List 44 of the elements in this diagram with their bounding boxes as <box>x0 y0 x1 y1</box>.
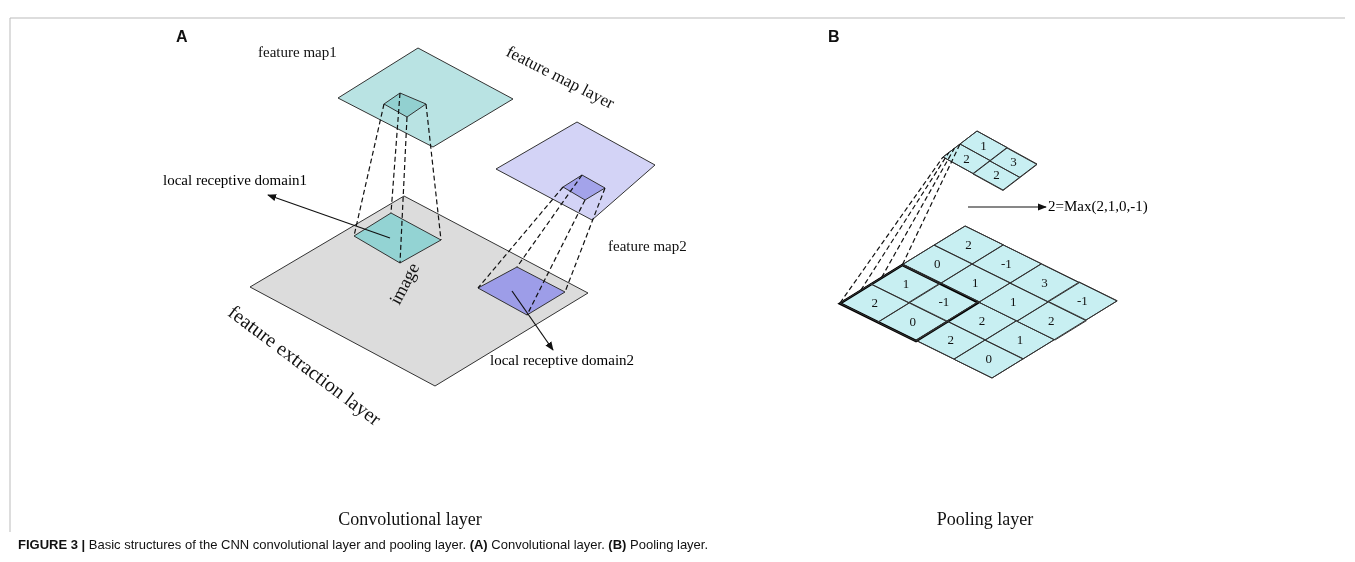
plane-label: feature map2 <box>608 238 687 255</box>
cell-value: 1 <box>902 276 910 291</box>
cell-value: -1 <box>938 295 950 310</box>
cell-value: 0 <box>933 257 941 272</box>
annotation-text: 2=Max(2,1,0,-1) <box>1048 198 1148 215</box>
leader-line <box>267 194 391 239</box>
projection-line <box>353 103 385 237</box>
annotation-text: local receptive domain1 <box>163 172 308 189</box>
cell-value: 2 <box>993 168 1000 183</box>
cell-value: 0 <box>985 351 992 367</box>
projection-line <box>901 143 961 266</box>
panel-title: Pooling layer <box>936 510 1034 530</box>
cell-value: -1 <box>1000 256 1012 271</box>
arrow <box>967 203 1047 211</box>
cell-value: -1 <box>1076 294 1088 309</box>
cell-value: 2 <box>978 313 986 329</box>
projection-line <box>564 187 606 293</box>
annotation-text: local receptive domain2 <box>490 352 635 369</box>
projection-line <box>425 103 442 241</box>
panel-title: Convolutional layer <box>338 510 482 530</box>
cell-value: 3 <box>1041 275 1048 290</box>
projection-line <box>526 199 586 316</box>
panel-letter: A <box>176 28 188 46</box>
cell-value: 2 <box>963 151 970 166</box>
plane-label: image <box>385 259 425 309</box>
projection-line <box>881 147 955 278</box>
cell-value: 1 <box>1009 294 1017 309</box>
cell-value: 2 <box>871 295 878 310</box>
cell-value: 3 <box>1010 155 1017 170</box>
cell-value: 1 <box>971 275 979 291</box>
leader-line <box>511 290 554 351</box>
cell-value: 1 <box>1016 332 1024 347</box>
plane-label: feature map1 <box>258 44 337 61</box>
projection-line <box>860 152 950 291</box>
cell-value: 2 <box>947 333 954 348</box>
cell-value: 2 <box>1047 313 1055 328</box>
projection-line <box>477 186 564 289</box>
figure-caption: FIGURE 3 | Basic structures of the CNN convolutional layer and pooling layer. (A) Convolutional layer. (B) Pooling layer. <box>18 538 709 553</box>
cell-value: 0 <box>909 314 916 329</box>
projection-line <box>839 156 944 304</box>
cell-value: 2 <box>965 237 972 253</box>
panel-letter: B <box>828 28 840 46</box>
cell-value: 1 <box>980 138 987 153</box>
projection-line <box>399 116 408 264</box>
